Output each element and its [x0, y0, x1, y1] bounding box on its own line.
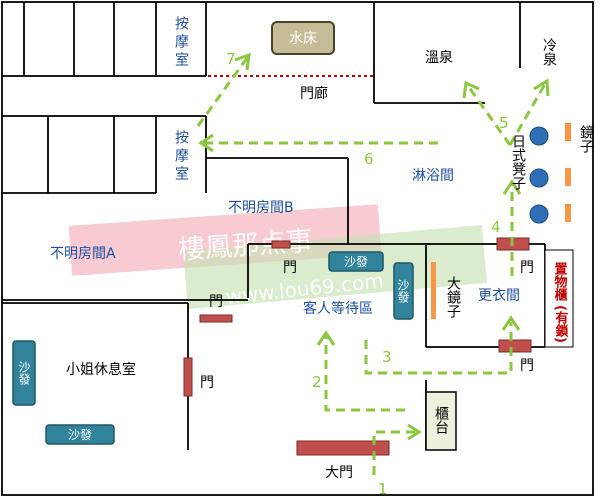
doors	[183, 237, 532, 456]
watermark: 樓鳳那点事 www.lou69.com	[68, 204, 487, 309]
big-mirror-label: 大鏡子	[445, 276, 461, 318]
door-lounge-label: 門	[200, 375, 214, 391]
step-number-2: 2	[312, 373, 322, 391]
route-step-4-head	[502, 179, 522, 195]
sofa-waiting-right-label: 沙發	[396, 279, 410, 303]
waterbed	[271, 21, 335, 55]
route-step-5-right	[508, 83, 547, 146]
door-changing-top-label: 門	[520, 260, 534, 276]
route-step-3	[364, 322, 513, 375]
step-number-5: 5	[499, 114, 509, 132]
sofa-waiting-top-label: 沙發	[344, 254, 368, 269]
route-step-2-head	[316, 330, 336, 346]
room-labels: 按摩室 按摩室 門廊 溫泉 冷泉 鏡子 日式凳子 淋浴間 不明房間B 不明房間A…	[50, 16, 594, 481]
step-number-1: 1	[378, 480, 388, 498]
route-step-6-head	[198, 133, 214, 153]
door-room-b-label: 門	[283, 260, 297, 276]
unknown-room-a-label: 不明房間A	[50, 246, 116, 262]
cabinet-box	[544, 249, 574, 348]
stool-2	[529, 168, 549, 188]
waiting-area-label: 客人等待區	[303, 300, 373, 317]
hot-spring-label: 溫泉	[425, 49, 453, 66]
walls	[1, 1, 594, 496]
mirror-1	[565, 123, 571, 141]
sofa-lounge-bottom	[45, 424, 115, 445]
shower-room-label: 淋浴間	[412, 168, 454, 184]
stool-1	[529, 126, 549, 146]
route-step-7-head	[234, 52, 251, 71]
step-number-4: 4	[491, 218, 501, 236]
furniture: 水床 沙發 沙發 沙發 沙發 櫃台	[12, 21, 574, 451]
door-changing-bottom-label: 門	[520, 358, 534, 374]
corridor-label: 門廊	[300, 85, 328, 102]
mirror-label: 鏡子	[578, 125, 594, 153]
step-number-7: 7	[226, 50, 236, 68]
cold-spring-label: 冷泉	[541, 38, 557, 66]
waterbed-label: 水床	[289, 31, 317, 47]
sofa-lounge-bottom-label: 沙發	[68, 427, 92, 442]
counter	[425, 391, 457, 451]
route-step-1-head	[407, 423, 422, 441]
hostess-lounge-label: 小姐休息室	[66, 361, 136, 378]
step-number-6: 6	[364, 150, 374, 168]
cabinet-note-label: (有鎖)	[553, 305, 569, 343]
route-step-5-right-head	[533, 78, 550, 97]
sofa-lounge-left-label: 沙發	[17, 361, 31, 385]
massage-room-lower-label: 按摩室	[173, 130, 189, 184]
japanese-stool-label: 日式凳子	[510, 134, 526, 190]
route: 1 2 3 4 5 6 7	[196, 50, 550, 498]
route-step-3-head	[501, 315, 521, 331]
door-room-b	[271, 240, 291, 249]
stool-3	[529, 204, 549, 224]
door-lounge	[183, 357, 193, 397]
mirror-3	[565, 204, 571, 222]
changing-room-label: 更衣間	[478, 288, 520, 304]
outer-wall	[1, 1, 594, 496]
door-changing-bottom	[498, 339, 532, 353]
big-mirror	[431, 262, 436, 319]
mirror-2	[565, 168, 571, 186]
sofa-waiting-right	[393, 262, 414, 320]
cabinet-label: 置物櫃	[552, 262, 568, 302]
unknown-room-b-label: 不明房間B	[228, 200, 294, 216]
main-door	[296, 440, 390, 456]
massage-room-top-label: 按摩室	[173, 16, 189, 70]
route-step-5-left-head	[462, 80, 480, 99]
door-room-a-label: 門	[209, 294, 223, 310]
door-room-a	[199, 314, 233, 323]
main-door-label: 大門	[325, 465, 353, 481]
route-step-5-left	[466, 85, 512, 146]
sofa-lounge-left	[12, 340, 36, 406]
counter-label: 櫃台	[433, 406, 449, 434]
sofa-waiting-top	[328, 251, 384, 272]
step-number-3: 3	[382, 348, 392, 366]
route-step-2	[324, 336, 405, 412]
